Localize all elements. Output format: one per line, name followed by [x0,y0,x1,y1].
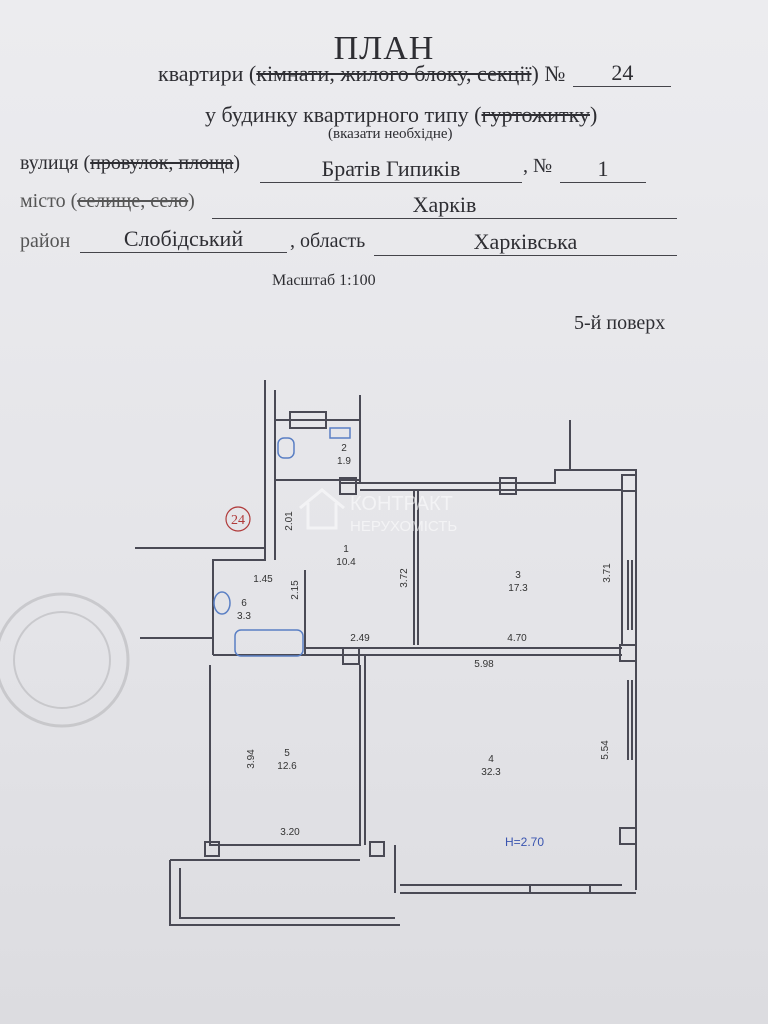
label: ) [188,190,195,212]
note: (вказати необхідне) [328,126,453,142]
dimension: 3.71 [602,563,613,583]
dimension: 2.01 [284,511,295,531]
room-area: 1.9 [337,456,351,467]
district-label: район [20,230,71,252]
floor-label: 5-й поверх [574,312,666,334]
dimension: 3.72 [399,568,410,588]
walls [135,380,637,926]
room-number: 2 [341,443,347,454]
apartment-label: квартири (кімнати, жилого блоку, секції)… [158,61,565,87]
struck-text: провулок, площа [90,152,234,174]
room-number: 4 [488,754,494,765]
region-label: , область [290,230,366,252]
scale-label: Масштаб 1:100 [272,272,376,289]
dimension: 1.45 [253,574,273,585]
street-label: вулиця (провулок, площа) [20,152,240,175]
label: квартири ( [158,61,257,86]
building-number: 1 [560,156,646,183]
dimension: 5.98 [474,659,494,670]
stamp [0,592,130,728]
bathtub-icon [234,629,304,657]
house-icon [299,488,345,530]
room-area: 10.4 [336,557,356,568]
sink-icon [329,427,351,439]
number-label: , № [523,155,553,177]
apartment-marker [225,506,251,532]
label: у будинку квартирного типу ( [205,102,482,127]
apartment-number: 24 [573,60,672,87]
watermark-text: КОНТРАКТ [350,493,453,515]
building-type-line: у будинку квартирного типу (гуртожитку) [205,102,597,128]
room-number: 3 [515,570,521,581]
label: місто ( [20,190,78,212]
struck-text: селище, село [77,190,189,212]
watermark-text: НЕРУХОМІСТЬ [350,518,457,535]
room-number: 1 [343,544,349,555]
room-number: 6 [241,598,247,609]
fixtures [213,427,351,657]
dimension: 3.94 [246,749,257,769]
toilet-icon [277,437,295,459]
room-area: 3.3 [237,611,251,622]
room-area: 12.6 [277,761,297,772]
washbasin-icon [213,591,231,615]
label: ) № [531,61,566,86]
street-value: Братів Гипиків [260,156,522,183]
city-label: місто (селище, село) [20,190,195,213]
label: вулиця ( [20,152,91,174]
apartment-line: квартири (кімнати, жилого блоку, секції)… [158,60,672,87]
struck-text: гуртожитку [481,102,590,127]
dimension: 4.70 [507,633,527,644]
dimension: 2.49 [350,633,370,644]
label: ) [589,102,598,127]
room-number: 5 [284,748,290,759]
watermark-logo: КОНТРАКТ НЕРУХОМІСТЬ [299,488,457,535]
dimension: 3.20 [280,827,300,838]
dimension: 5.54 [600,740,611,760]
struck-text: кімнати, жилого блоку, секції [256,61,532,86]
room-area: 32.3 [481,767,501,778]
document-title: ПЛАН [333,30,435,67]
room-area: 17.3 [508,583,528,594]
city-value: Харків [212,192,677,219]
district-value: Слобідський [80,226,287,253]
apartment-marker-text: 24 [231,513,245,528]
dimension: 2.15 [290,580,301,600]
region-value: Харківська [374,229,677,256]
label: ) [233,152,241,174]
ceiling-height: H=2.70 [505,835,544,849]
